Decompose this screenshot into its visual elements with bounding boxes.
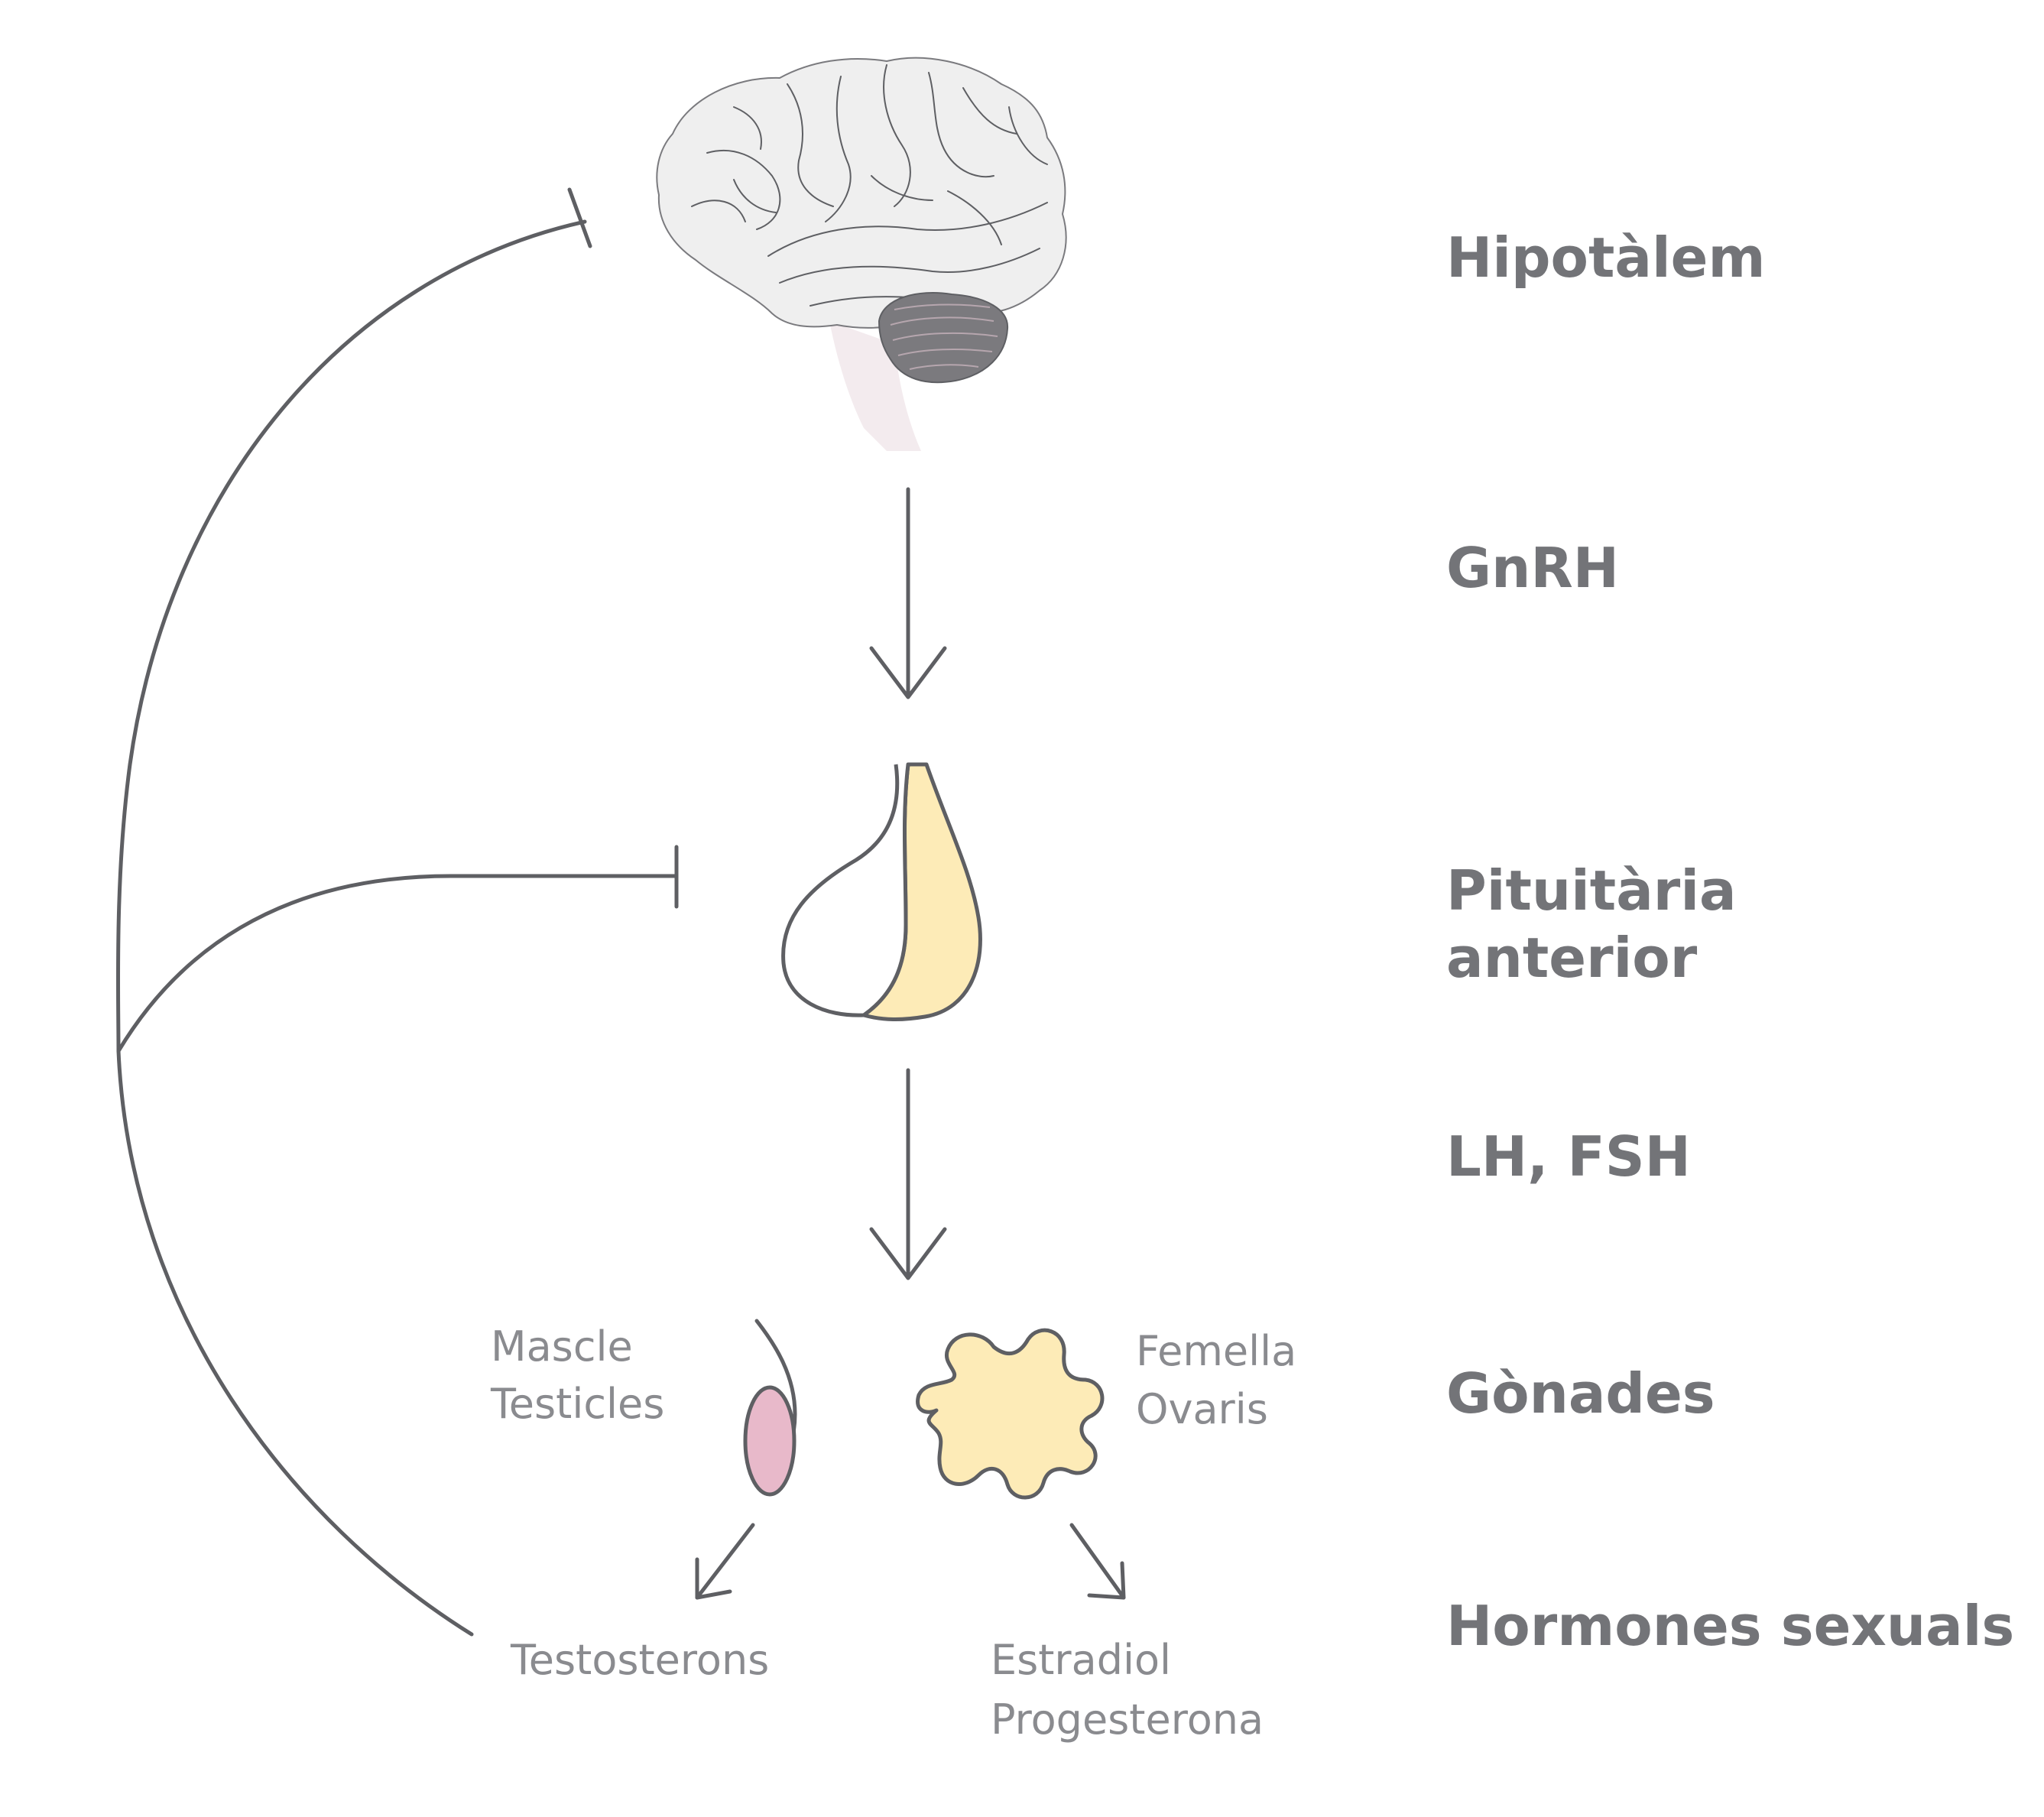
brainstem [829,321,921,451]
label-ovaries: Ovaris [1136,1385,1268,1433]
inhibition-bar-hypothalamus [567,187,592,248]
label-pituitary-line2: anterior [1446,926,1698,990]
label-sex-hormones: Hormones sexuals [1446,1594,2014,1658]
label-female-sex: Femella [1136,1327,1296,1375]
feedback-curve-pituitary [116,874,679,1053]
testis [743,1385,797,1497]
cerebrum [656,57,1067,329]
arrow-testosterone [695,1523,755,1600]
arrow-gnrh [869,487,947,699]
ovary-icon [916,1328,1105,1500]
organ-labels: Mascle Testicles Femella Ovaris Testoste… [490,1322,1296,1744]
brain-icon [656,57,1067,451]
label-gnrh: GnRH [1446,536,1619,600]
posterior-lobe [781,764,910,1017]
pituitary-icon [781,762,982,1021]
label-lh-fsh: LH, FSH [1446,1124,1691,1189]
label-estradiol: Estradiol [991,1636,1171,1684]
label-progesterone: Progesterona [991,1695,1264,1744]
label-testosterone: Testosterons [510,1636,769,1684]
label-pituitary-line1: Pituitària [1446,858,1737,923]
label-hypothalamus: Hipotàlem [1446,226,1765,290]
arrow-estradiol [1069,1523,1126,1600]
arrow-lh-fsh [869,1068,947,1280]
stage-labels: Hipotàlem GnRH Pituitària anterior LH, F… [1446,226,2014,1658]
ovary [916,1328,1105,1500]
testis-icon [743,1319,797,1497]
stimulation-arrows [695,487,1126,1600]
label-testicles: Testicles [490,1380,664,1428]
negative-feedback [115,187,679,1637]
label-male-sex: Mascle [491,1322,633,1371]
cerebellum [878,292,1009,384]
label-gonads: Gònades [1446,1361,1715,1426]
cerebellum-folia [890,303,998,370]
feedback-curve-gonads [116,1049,474,1637]
feedback-curve-hypothalamus [115,219,587,1053]
